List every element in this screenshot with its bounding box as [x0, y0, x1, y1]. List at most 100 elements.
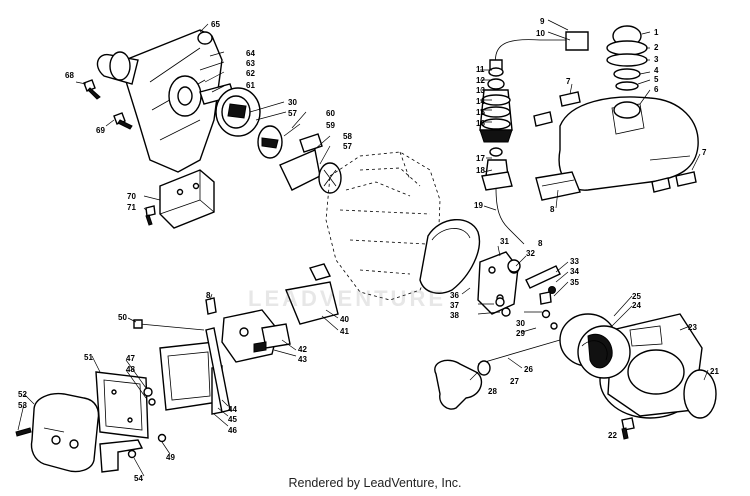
- watermark-text: LEADVENTURE: [248, 286, 447, 311]
- bolt-68: [83, 79, 101, 100]
- callout-31: 31: [500, 237, 509, 246]
- callout-6: 6: [654, 85, 659, 94]
- callout-5: 5: [654, 75, 659, 84]
- callout-22: 22: [608, 431, 617, 440]
- callout-41: 41: [340, 327, 349, 336]
- callout-69: 69: [96, 126, 105, 135]
- callout-19: 19: [474, 201, 483, 210]
- callout-50: 50: [118, 313, 127, 322]
- starter-handle-28: [434, 359, 491, 410]
- starter-gasket-21: [683, 369, 717, 419]
- callout-13: 13: [476, 86, 485, 95]
- callout-21: 21: [710, 367, 719, 376]
- callout-35: 35: [570, 278, 579, 287]
- fitting-32: [507, 259, 521, 273]
- callout-45: 45: [228, 415, 237, 424]
- callout-7-upper: 7: [566, 77, 571, 86]
- callout-17: 17: [476, 154, 485, 163]
- callout-8-lower: 8: [206, 291, 211, 300]
- callout-60: 60: [326, 109, 335, 118]
- clutch-housing-assembly: [96, 29, 342, 194]
- callout-23: 23: [688, 323, 697, 332]
- callout-38: 38: [450, 311, 459, 320]
- starter-pulley-24-25: [559, 313, 631, 379]
- callout-42: 42: [298, 345, 307, 354]
- callout-51: 51: [84, 353, 93, 362]
- callout-16: 16: [476, 119, 485, 128]
- callout-63: 63: [246, 59, 255, 68]
- fuel-filter-stack-11-16: [479, 67, 513, 157]
- callout-18: 18: [476, 166, 485, 175]
- callout-57-lower: 57: [343, 142, 352, 151]
- callout-62: 62: [246, 69, 255, 78]
- callout-58: 58: [343, 132, 352, 141]
- cylinder-cover-36: [419, 218, 480, 294]
- spacer-44: [205, 327, 231, 413]
- bolt-50: [133, 319, 205, 331]
- callout-30-lower: 30: [516, 319, 525, 328]
- callout-71: 71: [127, 203, 136, 212]
- throttle-link-33: [525, 265, 561, 294]
- spring-30-29: [541, 309, 558, 330]
- mounting-bracket-70: [159, 169, 215, 229]
- carburetor-body-42-43: [221, 309, 291, 363]
- screw-53: [15, 427, 32, 437]
- gasket-40-41: [285, 263, 339, 325]
- fuel-valve-17-18: [481, 159, 513, 191]
- screw-35: [539, 291, 552, 305]
- screw-71: [145, 205, 156, 226]
- fuel-line-9-10: [489, 31, 589, 73]
- fuel-hose-19: [495, 187, 525, 245]
- starter-housing-23: [599, 313, 703, 419]
- callout-70: 70: [127, 192, 136, 201]
- callout-26: 26: [524, 365, 533, 374]
- callout-27: 27: [510, 377, 519, 386]
- callout-4: 4: [654, 66, 659, 75]
- callout-40: 40: [340, 315, 349, 324]
- starter-rope-26: [477, 339, 561, 365]
- callout-36: 36: [450, 291, 459, 300]
- callout-47: 47: [126, 354, 135, 363]
- fittings-37-38: [495, 297, 511, 317]
- callout-14: 14: [476, 97, 485, 106]
- callout-labels: 65 64 63 62 61 68 69 30 57 60 59 58 57 7…: [18, 17, 719, 483]
- callout-24: 24: [632, 301, 641, 310]
- callout-7-right: 7: [702, 148, 707, 157]
- callout-34: 34: [570, 267, 579, 276]
- callout-65: 65: [211, 20, 220, 29]
- callout-33: 33: [570, 257, 579, 266]
- leader-lines: [17, 19, 709, 477]
- callout-44: 44: [228, 405, 237, 414]
- callout-11: 11: [476, 65, 485, 74]
- tank-grommets-7: [533, 91, 697, 193]
- filter-clip-54: [99, 439, 144, 473]
- callout-12: 12: [476, 76, 485, 85]
- callout-46: 46: [228, 426, 237, 435]
- callout-3: 3: [654, 55, 659, 64]
- callout-8: 8: [550, 205, 555, 214]
- callout-37: 37: [450, 301, 459, 310]
- callout-1: 1: [654, 28, 659, 37]
- filter-element-51: [95, 371, 149, 439]
- callout-30-upper: 30: [288, 98, 297, 107]
- callout-15: 15: [476, 108, 485, 117]
- callout-61: 61: [246, 81, 255, 90]
- linkage-part-6: [205, 297, 217, 315]
- filter-cover-52: [30, 392, 100, 473]
- engine-block-outline: [325, 151, 441, 301]
- bolt-47-48: [143, 387, 156, 406]
- callout-52: 52: [18, 390, 27, 399]
- callout-32: 32: [526, 249, 535, 258]
- callout-57-upper: 57: [288, 109, 297, 118]
- nut-49: [127, 433, 167, 459]
- callout-9: 9: [540, 17, 545, 26]
- callout-48: 48: [126, 365, 135, 374]
- callout-28: 28: [488, 387, 497, 396]
- callout-59: 59: [326, 121, 335, 130]
- callout-49: 49: [166, 453, 175, 462]
- callout-10: 10: [536, 29, 545, 38]
- tank-pad-8: [535, 171, 581, 201]
- callout-8-center: 8: [538, 239, 543, 248]
- callout-25: 25: [632, 292, 641, 301]
- bolt-69: [113, 112, 133, 130]
